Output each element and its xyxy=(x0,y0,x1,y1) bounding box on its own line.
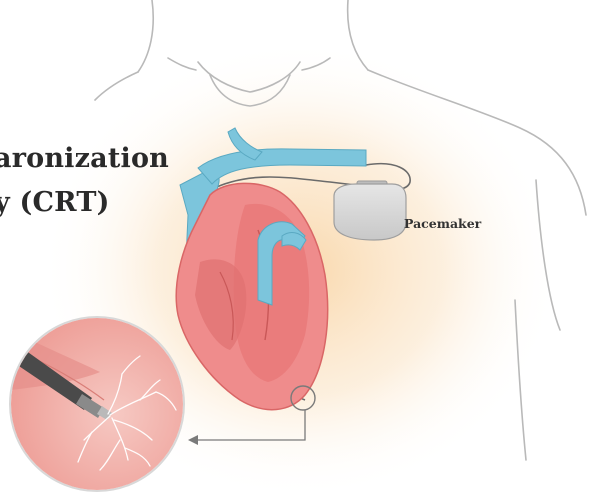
title-line-2: y (CRT) xyxy=(0,187,110,218)
pacemaker-label: Pacemaker xyxy=(404,216,481,231)
title-line-1: aronization xyxy=(0,143,169,174)
magnified-view-icon xyxy=(10,317,185,492)
pacemaker-device-icon xyxy=(334,181,406,240)
